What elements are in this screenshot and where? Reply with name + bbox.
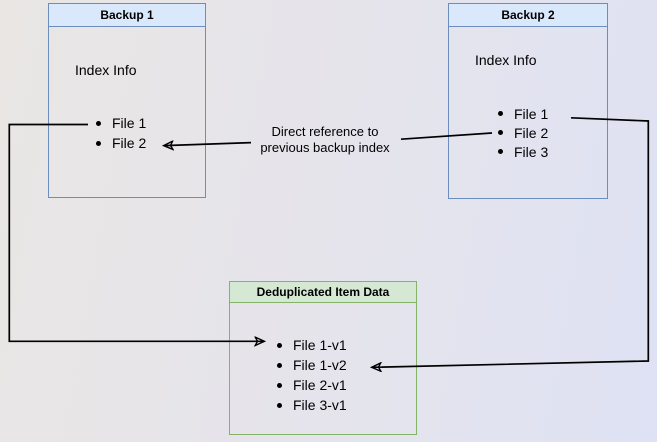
- backup1-file-list: File 1 File 2: [96, 113, 146, 153]
- file-label: File 2: [112, 135, 147, 151]
- backup1-box: Backup 1 Index Info File 1 File 2: [48, 3, 206, 198]
- bullet-icon: [498, 149, 503, 154]
- list-item: File 1: [96, 113, 146, 133]
- backup2-title: Backup 2: [449, 4, 607, 27]
- annotation-line-2: previous backup index: [260, 140, 390, 155]
- backup2-box: Backup 2 Index Info File 1 File 2 File 3: [448, 3, 608, 199]
- backup1-index-info-label: Index Info: [75, 62, 137, 78]
- file-label: File 1: [112, 115, 147, 131]
- backup2-index-info-label: Index Info: [475, 52, 537, 68]
- annotation-line-1: Direct reference to: [271, 124, 379, 139]
- list-item: File 2-v1: [277, 375, 347, 395]
- file-label: File 2-v1: [293, 377, 347, 393]
- list-item: File 3-v1: [277, 395, 347, 415]
- file-label: File 2: [514, 124, 549, 141]
- bullet-icon: [498, 111, 503, 116]
- list-item: File 2: [498, 123, 548, 142]
- list-item: File 1-v1: [277, 335, 347, 355]
- file-label: File 1-v1: [293, 337, 347, 353]
- bullet-icon: [96, 140, 101, 146]
- bullet-icon: [498, 130, 503, 135]
- backup1-title: Backup 1: [49, 4, 205, 27]
- arrow-annotation: Direct reference to previous backup inde…: [240, 124, 410, 156]
- dedup-box: Deduplicated Item Data File 1-v1 File 1-…: [229, 281, 417, 435]
- file-label: File 3-v1: [293, 397, 347, 413]
- bullet-icon: [277, 362, 282, 368]
- bullet-icon: [277, 382, 282, 388]
- dedup-title: Deduplicated Item Data: [230, 282, 416, 303]
- file-label: File 1: [514, 105, 549, 122]
- list-item: File 2: [96, 133, 146, 153]
- file-label: File 1-v2: [293, 357, 347, 373]
- list-item: File 1-v2: [277, 355, 347, 375]
- file-label: File 3: [514, 143, 549, 160]
- bullet-icon: [96, 120, 101, 126]
- bullet-icon: [277, 342, 282, 348]
- dedup-file-list: File 1-v1 File 1-v2 File 2-v1 File 3-v1: [277, 335, 347, 415]
- bullet-icon: [277, 402, 282, 408]
- list-item: File 3: [498, 142, 548, 161]
- list-item: File 1: [498, 104, 548, 123]
- backup2-file-list: File 1 File 2 File 3: [498, 104, 548, 161]
